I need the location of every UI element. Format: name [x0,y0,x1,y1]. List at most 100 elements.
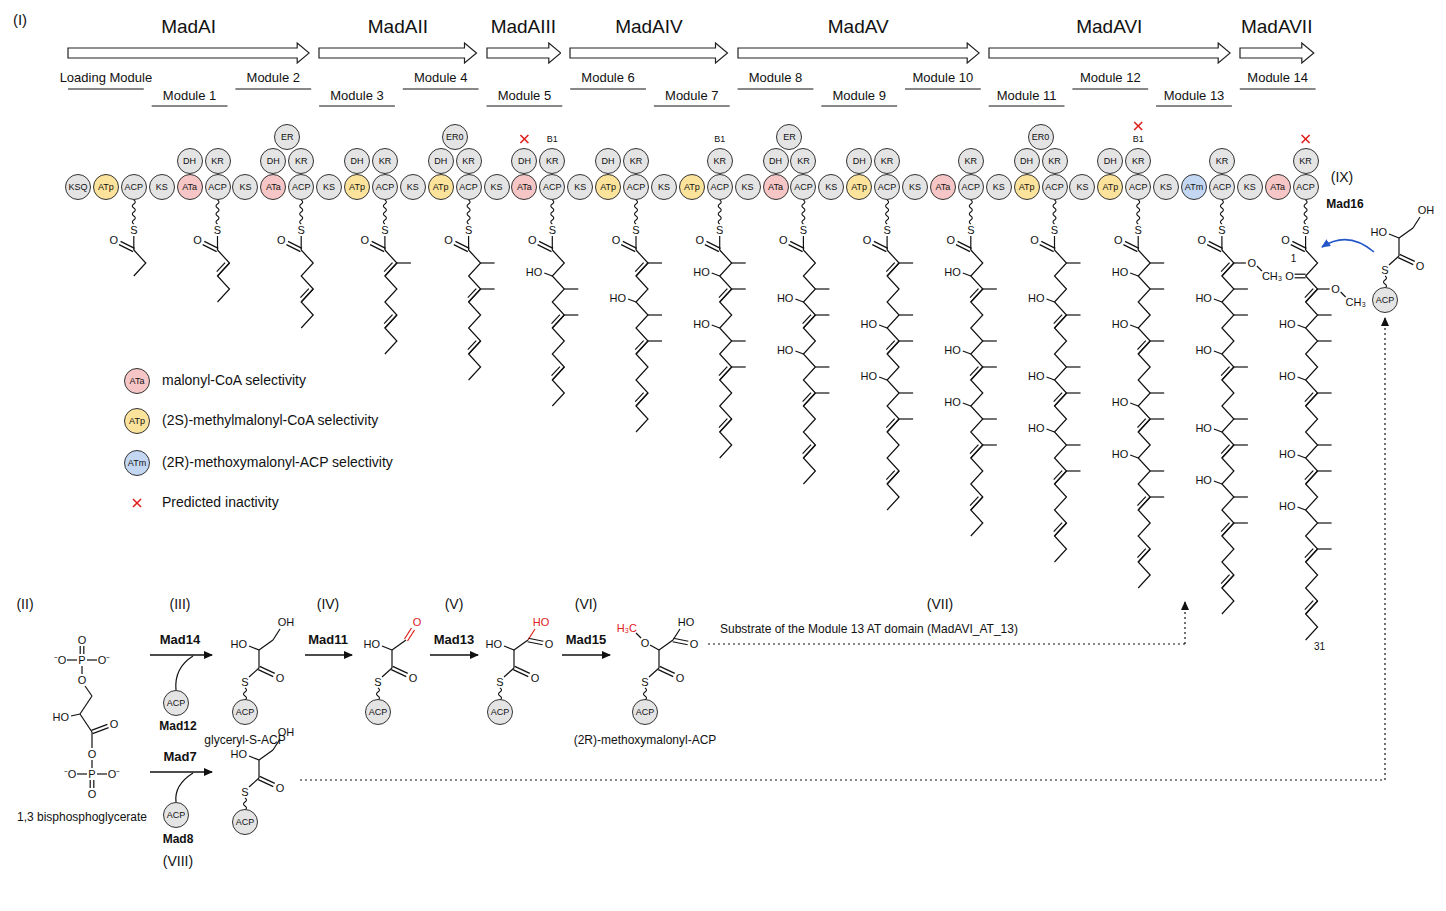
domain-circle: KS [818,174,844,200]
gene-name: MadAI [161,16,216,38]
structure-bond [260,776,275,783]
inactive-mark [520,135,528,143]
domain-label: KR [211,157,224,166]
atom-label: HO [53,711,70,723]
structure-bond [1306,393,1318,406]
domain-label: KS [658,183,670,192]
atom-label: HO [944,266,961,278]
structure-bond [1150,418,1164,419]
domain-label: DH [853,157,866,166]
structure-bond [732,288,746,289]
gene-name: MadAIII [491,16,556,38]
structure-bond [1150,496,1164,497]
domain-circle: KSQ [65,174,91,200]
domain-circle: ACP [874,174,900,200]
domain-label: KS [993,183,1005,192]
structure-bond [273,629,280,640]
atom-label: HO [526,266,543,278]
panel-label: (VI) [575,597,598,612]
carbon-chain [887,250,899,510]
gene-arrow-shape [318,42,478,64]
module-bar [403,89,479,90]
carbon-chain [218,250,230,302]
gene-arrow: MadAI [67,16,310,66]
domain-circle: KS [567,174,593,200]
domain-label: KR [1299,157,1312,166]
structure-bond [1318,548,1332,549]
wavy-bond [1304,200,1307,224]
structure-bond [1298,507,1306,510]
atom-label: O [413,616,422,628]
structure-bond [384,263,392,272]
gene-arrow-outline [1240,43,1314,63]
structure-bond [705,245,719,252]
domain-circle: ATa [260,174,286,200]
structure-bond [1054,523,1062,532]
enzyme-label: Mad7 [163,750,196,764]
structure-bond [384,315,392,324]
structure-bond [286,245,300,252]
structure-bond [1389,256,1399,265]
atom-label: S [465,224,472,236]
atom-label: S [241,676,248,688]
domain-label: KR [797,157,810,166]
inactive-mark [1134,122,1142,130]
structure-bond [1150,262,1164,263]
structure-bond [1054,471,1062,480]
inactive-mark [1134,122,1142,130]
module-bar [319,106,395,107]
structure-bond [1214,351,1222,354]
structure-bond [91,760,92,768]
carbon-chain [385,250,397,354]
atom-label: HO [1279,318,1296,330]
domain-label: ACP [1045,183,1064,192]
domain-label: KS [574,183,586,192]
structure-bond [1298,455,1306,458]
domain-label: ER [783,133,796,142]
domain-label: KS [909,183,921,192]
structure-bond [803,315,815,328]
atom-label: S [214,224,221,236]
structure-bond [85,686,92,696]
atom-label: HO [1112,448,1129,460]
atom-label: HO [1112,396,1129,408]
panel-label: (V) [445,597,464,612]
domain-label: ER0 [446,133,464,142]
domain-label: ACP [491,708,510,717]
module-label: Module 6 [581,71,634,85]
domain-label: ACP [125,183,144,192]
structure-bond [899,392,913,393]
atom-label: HO [231,638,248,650]
structure-bond [468,289,476,298]
structure-bond [469,341,481,354]
atom-label: HO [944,396,961,408]
structure-bond [454,245,468,252]
atom-label: HO [944,344,961,356]
atom-label: HO [231,748,248,760]
domain-label: KS [825,183,837,192]
domain-circle: KR [958,148,984,174]
structure-bond [391,650,392,668]
module-label: Module 1 [163,89,216,103]
domain-label: ATa [517,183,532,192]
gene-arrow-shape [737,42,980,64]
structure-bond [732,366,746,367]
wavy-bond [969,200,972,224]
structure-bond [732,340,746,341]
structure-bond [648,314,662,315]
carbon-chain [971,250,983,536]
structure-bond [720,419,732,432]
structure-bond [1067,470,1081,471]
module-bar [1156,106,1232,107]
structure-bond [899,314,913,315]
structure-bond [528,642,543,645]
gene-arrow: MadAIII [486,16,562,66]
structure-bond [1295,277,1306,278]
structure-bond [1047,429,1055,432]
domain-circle: KR [539,148,565,174]
atom-label: S [883,224,890,236]
atom-label: O [78,674,87,686]
structure-bond [719,419,727,428]
domain-circle: KR [1293,148,1319,174]
structure-bond [719,289,727,298]
